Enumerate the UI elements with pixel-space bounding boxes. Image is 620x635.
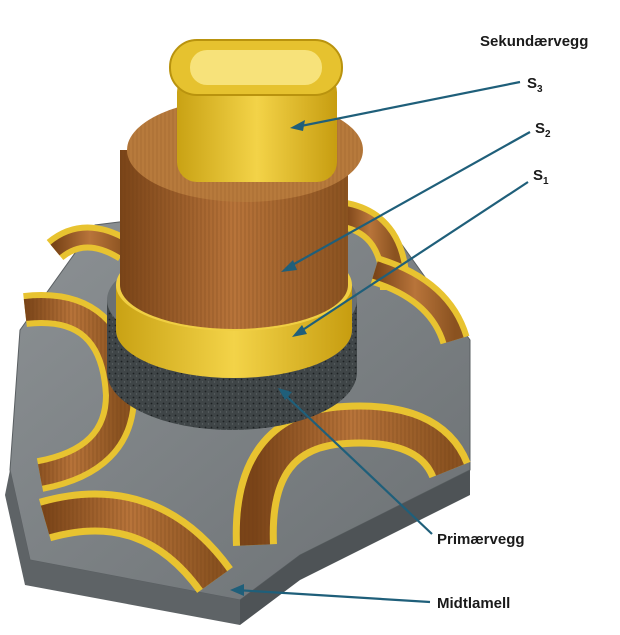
label-s2: S2 bbox=[535, 120, 551, 140]
label-s3: S3 bbox=[527, 75, 543, 95]
label-primary-wall: Primærvegg bbox=[437, 531, 525, 548]
label-s1: S1 bbox=[533, 167, 549, 187]
s3-layer bbox=[170, 40, 342, 182]
label-middle-lamella: Midtlamell bbox=[437, 595, 510, 612]
label-secondary-wall: Sekundærvegg bbox=[480, 33, 588, 50]
neighbour-cell-top-left bbox=[55, 238, 125, 251]
